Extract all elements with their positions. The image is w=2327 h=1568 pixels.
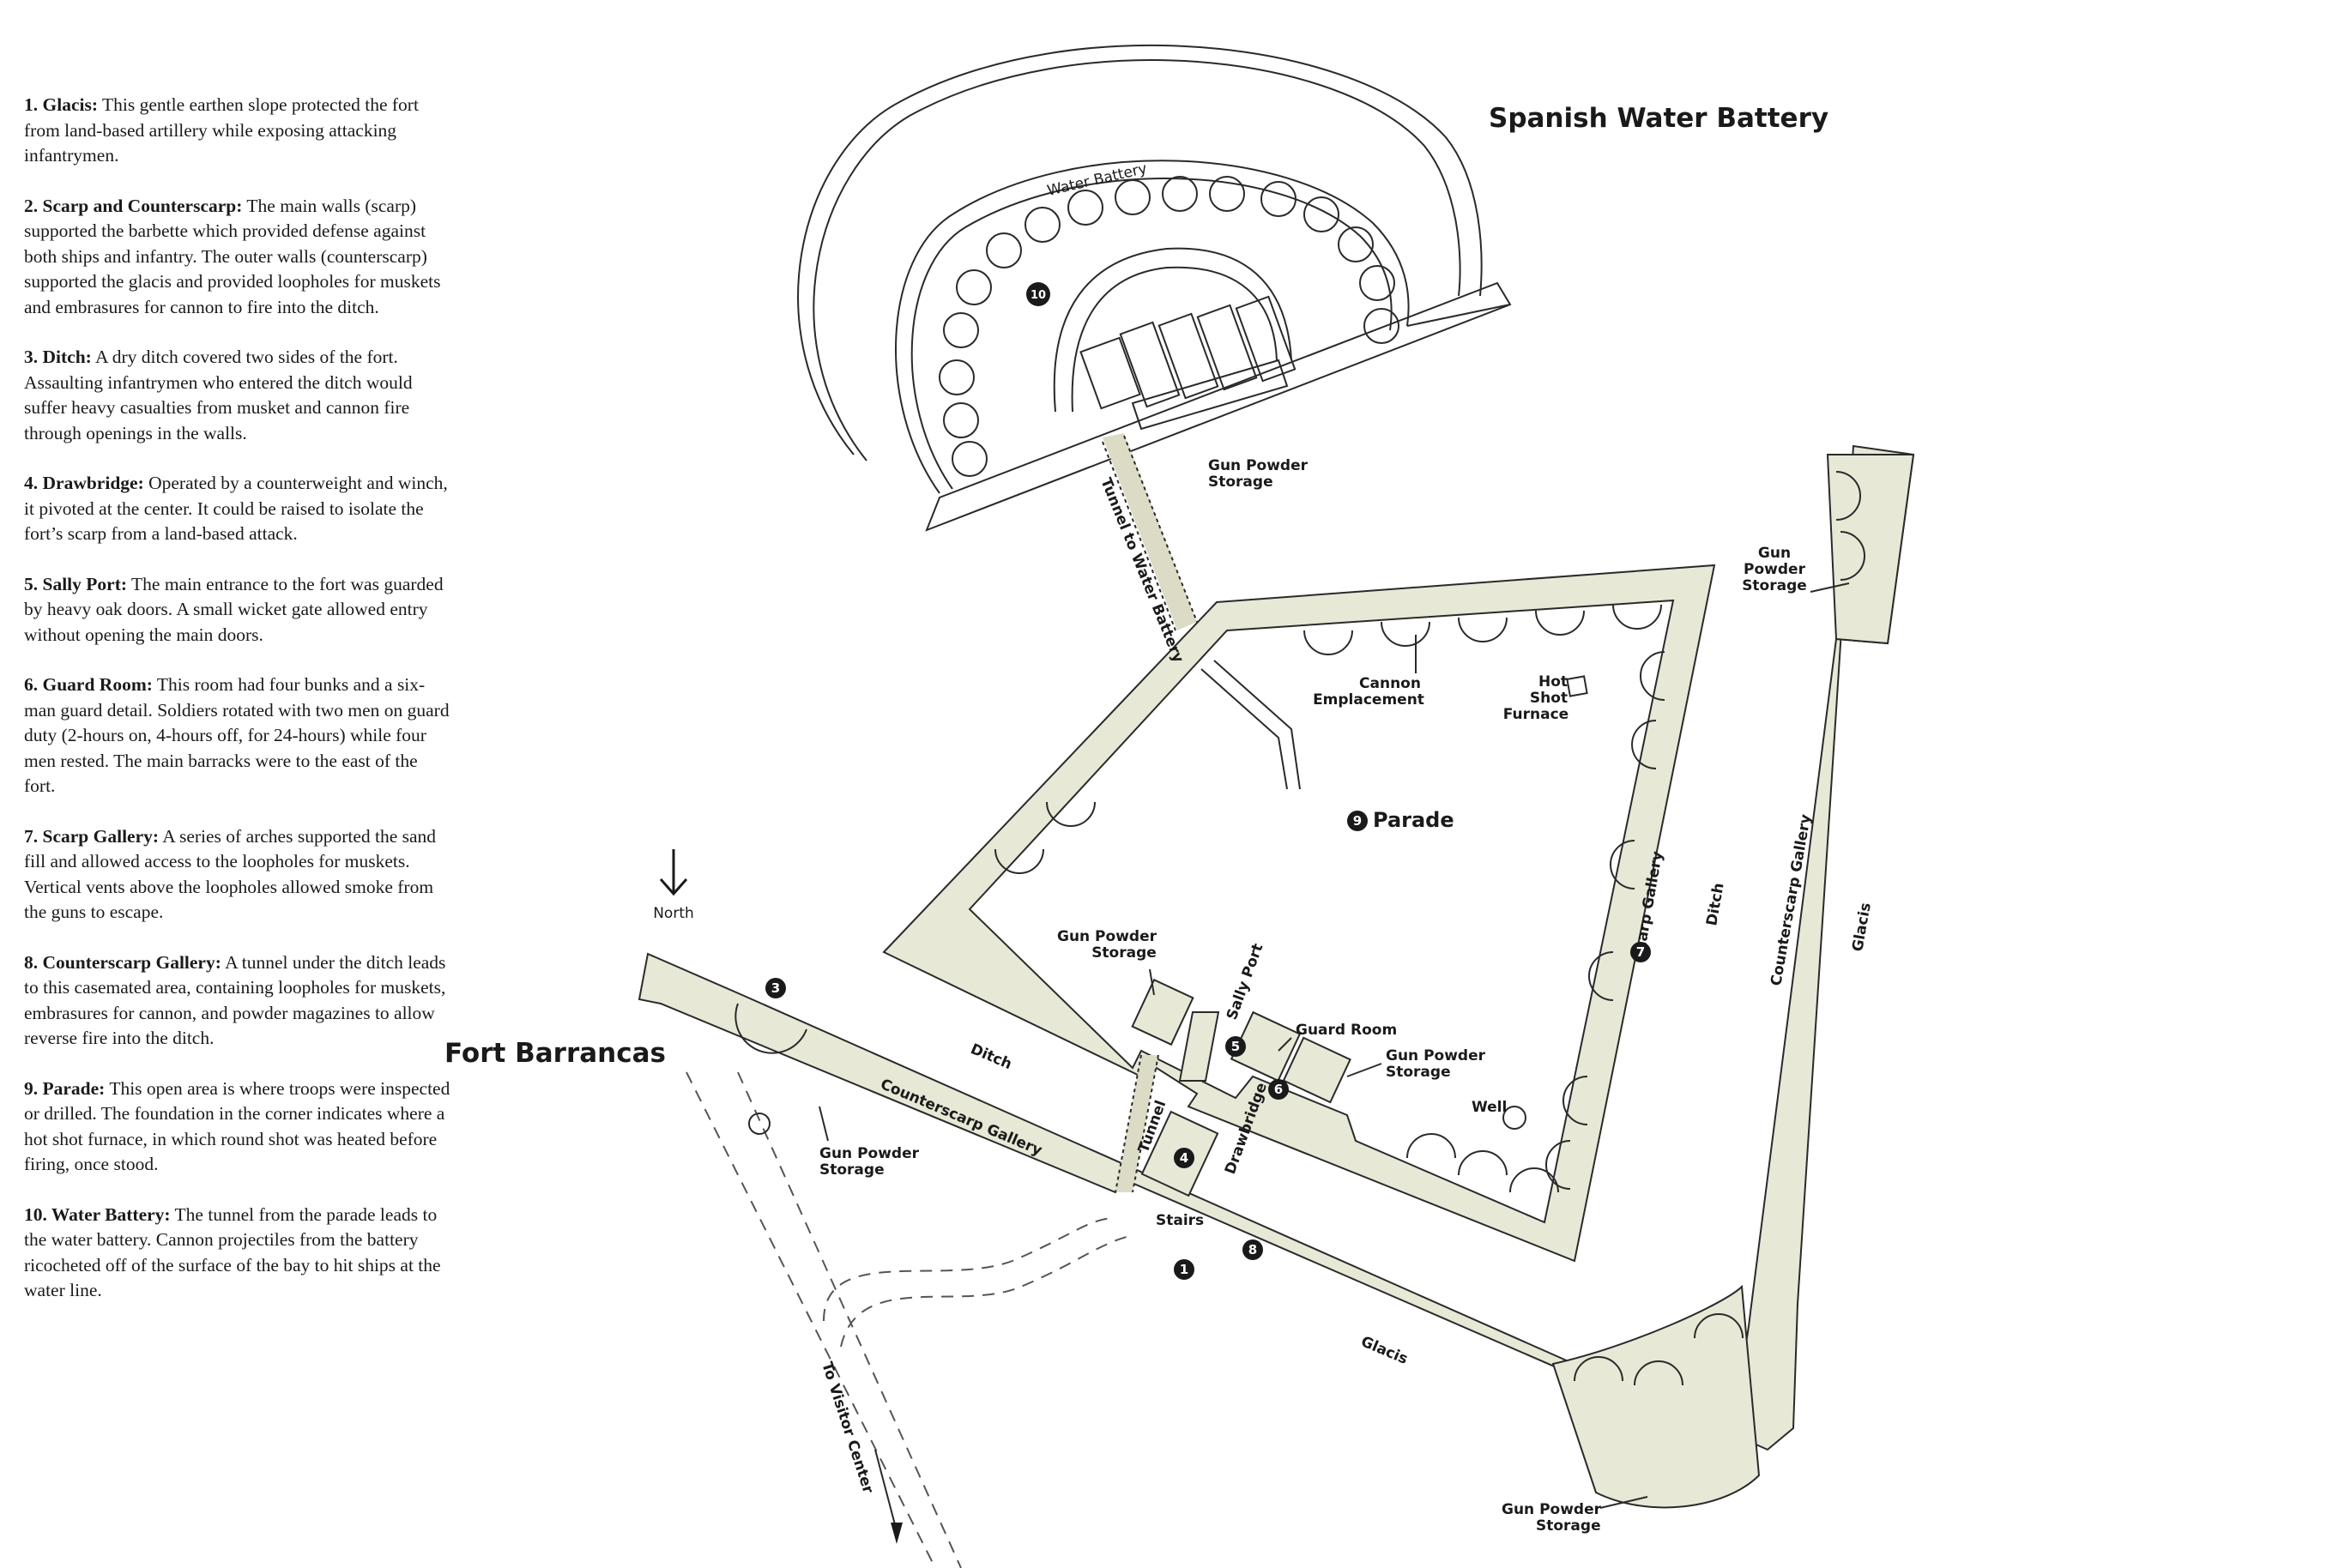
- label-water-battery: Water Battery: [1046, 160, 1149, 200]
- marker-3: 3: [765, 978, 786, 998]
- hot-shot-furnace-box: [1566, 675, 1588, 697]
- legend-entry-parade: 9. Parade: This open area is where troop…: [24, 1077, 450, 1175]
- well-circle: [1502, 1106, 1526, 1130]
- svg-text:5: 5: [1231, 1039, 1240, 1054]
- marker-6: 6: [1268, 1079, 1289, 1100]
- label-to-visitor-center: To Visitor Center: [818, 1360, 877, 1496]
- legend-entry-scarp-gallery: 7. Scarp Gallery: A series of arches sup…: [24, 825, 437, 923]
- label-gps-sw-1: Gun Powder: [819, 1145, 920, 1162]
- label-stairs: Stairs: [1156, 1212, 1204, 1229]
- svg-text:4: 4: [1180, 1150, 1188, 1166]
- north-label: North: [653, 905, 694, 922]
- fort-barrancas-structure: [882, 564, 1716, 1263]
- label-gps-gr-1: Gun Powder: [1386, 1047, 1486, 1064]
- legend-entry-counterscarp-gallery: 8. Counterscarp Gallery: A tunnel under …: [24, 951, 446, 1049]
- svg-text:6: 6: [1274, 1082, 1283, 1097]
- water-battery-powder-rooms: [1079, 295, 1296, 431]
- label-glacis-south: Glacis: [1358, 1333, 1411, 1368]
- water-battery-cannon-emplacements: [939, 176, 1399, 477]
- gun-powder-storage-west-room: [1131, 978, 1194, 1046]
- legend-entry-sally-port: 5. Sally Port: The main entrance to the …: [24, 573, 444, 645]
- label-guard-room: Guard Room: [1296, 1022, 1397, 1039]
- guard-room-box: [1230, 1010, 1302, 1083]
- label-gps-sw-2: Storage: [819, 1161, 885, 1179]
- tunnel-shading: [1103, 433, 1197, 630]
- legend-entry-scarp: 2. Scarp and Counterscarp: The main wall…: [24, 195, 441, 317]
- north-indicator: North: [653, 849, 694, 922]
- label-cannon-emp-1: Cannon: [1359, 675, 1421, 692]
- marker-10: 10: [1026, 282, 1050, 306]
- sally-port-passage: [1178, 1011, 1220, 1082]
- svg-text:7: 7: [1636, 944, 1645, 960]
- legend-entry-drawbridge: 4. Drawbridge: Operated by a counterweig…: [24, 473, 448, 544]
- visitor-center-path: [686, 1071, 1133, 1568]
- water-battery-structure: [797, 44, 1512, 631]
- svg-text:3: 3: [771, 980, 780, 996]
- tunnel-under-ditch: [1115, 1055, 1158, 1192]
- legend-entry-guard-room: 6. Guard Room: This room had four bunks …: [24, 674, 450, 796]
- label-gps-ne-2: Powder: [1744, 561, 1806, 578]
- svg-text:1: 1: [1180, 1262, 1188, 1277]
- label-gps-gr-2: Storage: [1386, 1064, 1451, 1081]
- marker-7: 7: [1630, 942, 1651, 962]
- label-gps-ne-1: Gun: [1758, 545, 1791, 562]
- label-gps-ne-3: Storage: [1742, 577, 1807, 594]
- label-gps-wb-1: Gun Powder: [1208, 457, 1309, 474]
- parade-cannon-arcs: [994, 604, 1665, 1193]
- label-sally-port: Sally Port: [1224, 941, 1267, 1022]
- marker-5: 5: [1225, 1036, 1246, 1057]
- label-hot-1: Hot: [1538, 673, 1568, 691]
- label-hot-3: Furnace: [1503, 706, 1568, 723]
- svg-text:8: 8: [1248, 1242, 1257, 1257]
- gun-powder-storage-guard-room: [1282, 1036, 1351, 1104]
- number-markers: 1 3 4 5 6 7 8 9 10: [765, 282, 1651, 1280]
- marker-9: 9: [1347, 811, 1368, 831]
- legend: 1. Glacis: This gentle earthen slope pro…: [24, 93, 453, 1329]
- label-parade: Parade: [1373, 808, 1454, 832]
- svg-text:10: 10: [1031, 289, 1046, 302]
- label-gps-se-2: Storage: [1536, 1517, 1601, 1535]
- label-cannon-emp-2: Emplacement: [1313, 691, 1424, 709]
- label-gps-w-1: Gun Powder: [1057, 928, 1157, 945]
- label-ditch-south: Ditch: [968, 1040, 1014, 1073]
- southeast-bastion: [1551, 1284, 1761, 1509]
- label-gps-wb-2: Storage: [1208, 473, 1273, 491]
- label-gps-se-1: Gun Powder: [1502, 1501, 1602, 1518]
- marker-1: 1: [1174, 1259, 1194, 1280]
- title-fort-barrancas: Fort Barrancas: [444, 1038, 666, 1069]
- title-spanish-water-battery: Spanish Water Battery: [1489, 103, 1828, 134]
- label-well: Well: [1472, 1099, 1507, 1116]
- label-hot-2: Shot: [1530, 690, 1568, 707]
- marker-8: 8: [1242, 1239, 1263, 1260]
- label-gps-w-2: Storage: [1091, 944, 1157, 962]
- label-ditch-east: Ditch: [1703, 882, 1727, 927]
- label-glacis-east: Glacis: [1849, 902, 1875, 953]
- legend-entry-glacis: 1. Glacis: This gentle earthen slope pro…: [24, 94, 419, 166]
- northeast-bastion: [1826, 454, 1915, 645]
- legend-entry-water-battery: 10. Water Battery: The tunnel from the p…: [24, 1203, 441, 1301]
- svg-text:9: 9: [1353, 813, 1362, 829]
- legend-entry-ditch: 3. Ditch: A dry ditch covered two sides …: [24, 347, 413, 443]
- marker-4: 4: [1174, 1148, 1194, 1168]
